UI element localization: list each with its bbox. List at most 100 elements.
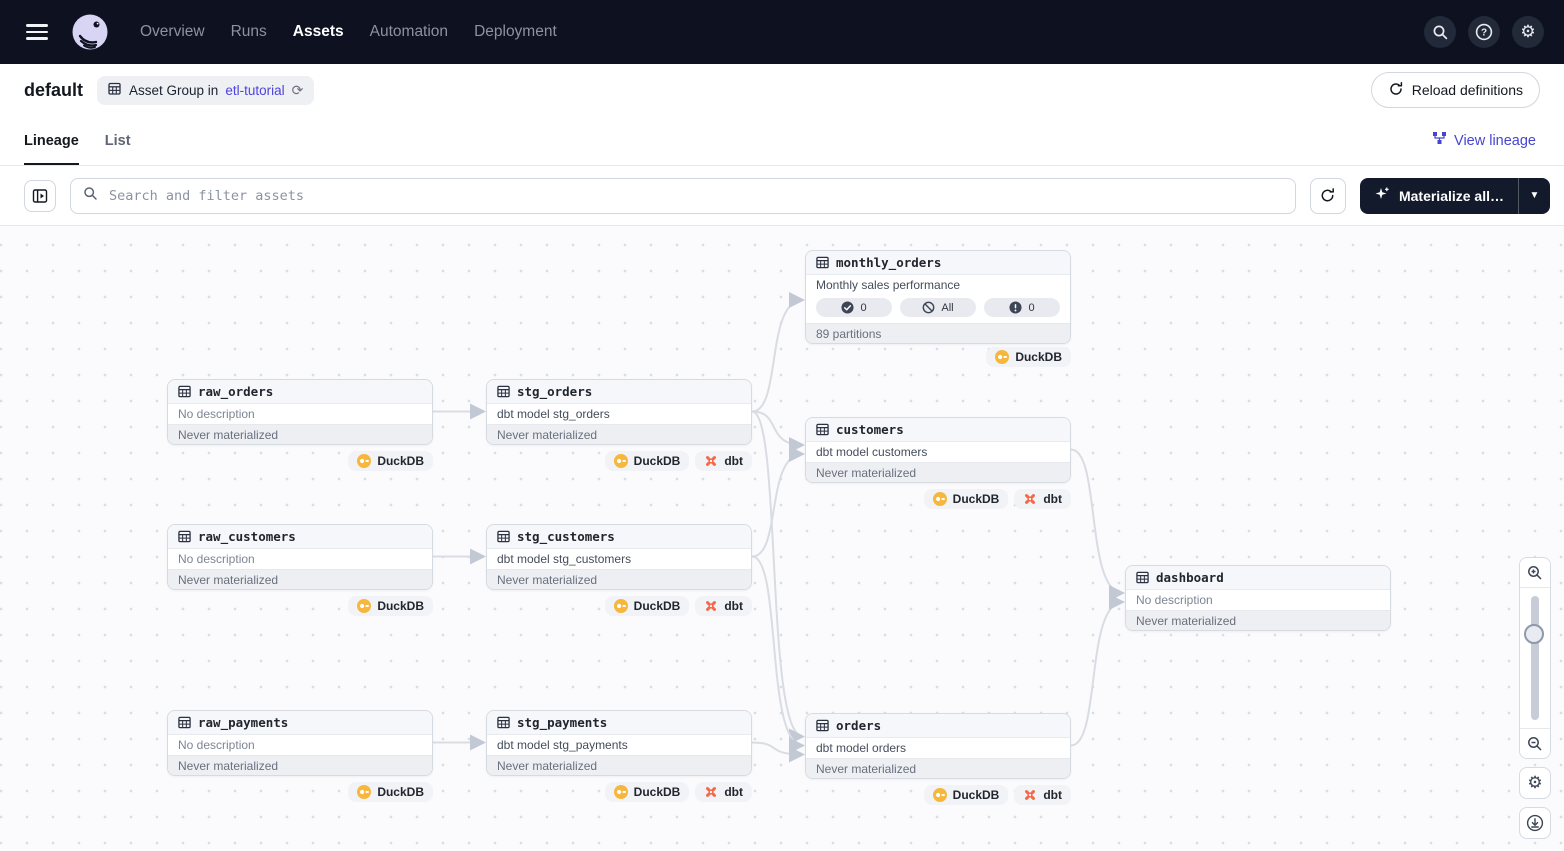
dbt-tag[interactable]: dbt (695, 596, 752, 616)
asset-node-header[interactable]: stg_payments (487, 711, 751, 735)
duckdb-tag[interactable]: DuckDB (923, 785, 1009, 805)
nav-deployment[interactable]: Deployment (474, 23, 557, 40)
dbt-icon (704, 599, 718, 613)
dagster-logo[interactable] (70, 12, 110, 52)
asset-description: dbt model stg_payments (487, 735, 751, 755)
zoom-out-icon[interactable] (1520, 728, 1550, 758)
asset-name: orders (836, 718, 882, 733)
duckdb-tag[interactable]: DuckDB (604, 782, 690, 802)
zoom-slider-handle[interactable] (1524, 624, 1544, 644)
edge-stg_customers-to-orders (751, 555, 805, 754)
zoom-slider[interactable] (1520, 588, 1550, 728)
asset-description: Monthly sales performance (806, 275, 1070, 295)
edge-orders-to-dashboard (1070, 594, 1125, 747)
asset-name: dashboard (1156, 570, 1224, 585)
asset-node-header[interactable]: monthly_orders (806, 251, 1070, 275)
duckdb-tag[interactable]: DuckDB (348, 782, 433, 802)
table-icon (816, 256, 829, 269)
table-icon (497, 530, 510, 543)
tab-list[interactable]: List (104, 133, 131, 149)
duckdb-icon (932, 492, 947, 506)
asset-description: dbt model orders (806, 738, 1070, 758)
zoom-slider-track[interactable] (1531, 596, 1539, 720)
asset-status: Never materialized (487, 569, 751, 589)
materialize-dropdown-caret-icon[interactable]: ▼ (1518, 177, 1550, 214)
asset-description: No description (1126, 590, 1390, 610)
duckdb-tag[interactable]: DuckDB (604, 596, 690, 616)
asset-name: stg_customers (517, 529, 615, 544)
nav-automation[interactable]: Automation (369, 23, 449, 40)
asset-node-header[interactable]: stg_orders (487, 380, 751, 404)
dbt-tag[interactable]: dbt (1014, 785, 1071, 805)
dbt-tag[interactable]: dbt (695, 782, 752, 802)
download-icon[interactable] (1519, 807, 1551, 839)
asset-node-header[interactable]: raw_customers (168, 525, 432, 549)
dbt-icon (1023, 492, 1037, 506)
edge-stg_orders-to-monthly_orders (751, 292, 805, 413)
asset-tags: DuckDB (167, 596, 433, 616)
gear-icon[interactable]: ⚙ (1512, 16, 1544, 48)
asset-name: monthly_orders (836, 255, 942, 270)
nav-assets[interactable]: Assets (292, 23, 344, 40)
check-circle-pill[interactable]: 0 (816, 298, 892, 317)
slash-circle-pill[interactable]: All (900, 298, 976, 317)
nav-overview[interactable]: Overview (140, 23, 205, 40)
asset-name: customers (836, 422, 904, 437)
asset-node-header[interactable]: orders (806, 714, 1070, 738)
materialize-all-button[interactable]: Materialize all… (1360, 178, 1518, 214)
asset-status: Never materialized (168, 424, 432, 444)
lineage-toolbar: Materialize all… ▼ (0, 166, 1564, 226)
dbt-tag[interactable]: dbt (1014, 489, 1071, 509)
settings-icon[interactable]: ⚙ (1519, 767, 1551, 799)
asset-node-header[interactable]: dashboard (1126, 566, 1390, 590)
asset-group-icon (108, 82, 122, 99)
reload-icon (1388, 81, 1404, 100)
view-lineage-link[interactable]: View lineage (1432, 131, 1536, 150)
duckdb-tag[interactable]: DuckDB (348, 451, 433, 471)
asset-status: 89 partitions (806, 323, 1070, 343)
duckdb-tag[interactable]: DuckDB (604, 451, 690, 471)
table-icon (178, 385, 191, 398)
asset-node-header[interactable]: raw_orders (168, 380, 432, 404)
help-icon[interactable]: ? (1468, 16, 1500, 48)
hamburger-menu-icon[interactable] (22, 17, 52, 47)
asset-tags: DuckDB (167, 451, 433, 471)
zoom-in-icon[interactable] (1520, 558, 1550, 588)
page-title: default (24, 79, 84, 100)
search-icon (83, 186, 98, 206)
duckdb-tag[interactable]: DuckDB (348, 596, 433, 616)
tag-label: DuckDB (377, 454, 424, 468)
dbt-icon (704, 454, 718, 468)
sync-icon[interactable]: ⟳ (291, 82, 304, 98)
reload-definitions-button[interactable]: Reload definitions (1370, 72, 1540, 108)
duckdb-tag[interactable]: DuckDB (986, 347, 1071, 367)
asset-name: raw_payments (198, 715, 289, 730)
asset-node-header[interactable]: raw_payments (168, 711, 432, 735)
asset-node-header[interactable]: stg_customers (487, 525, 751, 549)
code-location-link[interactable]: etl-tutorial (225, 82, 285, 98)
search-input[interactable] (107, 186, 1283, 205)
pill-label: 0 (860, 301, 867, 314)
refresh-icon[interactable] (1309, 177, 1346, 214)
duckdb-tag[interactable]: DuckDB (923, 489, 1009, 509)
alert-circle-pill[interactable]: 0 (984, 298, 1060, 317)
tag-label: DuckDB (952, 492, 1000, 506)
tab-lineage[interactable]: Lineage (24, 116, 79, 165)
search-icon[interactable] (1424, 16, 1456, 48)
dbt-tag[interactable]: dbt (695, 451, 752, 471)
asset-description: dbt model customers (806, 442, 1070, 462)
nav-runs[interactable]: Runs (230, 23, 267, 40)
expand-panel-icon[interactable] (24, 179, 56, 212)
asset-node-header[interactable]: customers (806, 418, 1070, 442)
